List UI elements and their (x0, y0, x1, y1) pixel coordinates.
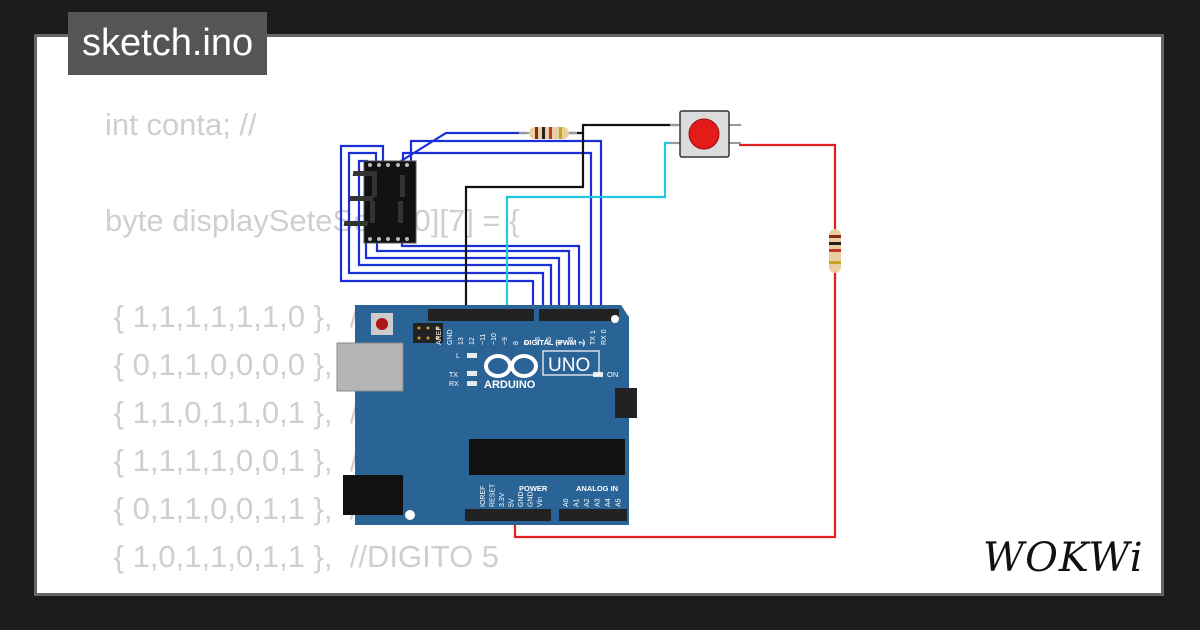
board-brand-label: ARDUINO (484, 379, 536, 391)
pin-label: 12 (469, 337, 476, 345)
pin-label: A5 (616, 498, 623, 507)
pin-label: 2 (579, 341, 586, 345)
resistor-right[interactable] (829, 229, 841, 273)
code-line: byte displaySeteSeg[10][7] = { (105, 203, 520, 238)
wokwi-logo: WOKWi (983, 535, 1144, 581)
pin-label: AREF (436, 326, 443, 345)
pin-label: A3 (595, 498, 602, 507)
pin-label: GND (447, 329, 454, 345)
code-line: int conta; // (105, 107, 257, 142)
red-wire (513, 143, 837, 539)
pin-label: RX 0 (601, 329, 608, 345)
l-led-label: L (456, 353, 460, 360)
rx-led-label: RX (449, 381, 459, 388)
seven-segment-display[interactable] (343, 160, 417, 244)
arduino-logo-icon (484, 354, 538, 378)
pin-label: ~3 (568, 337, 575, 345)
pin-label: A0 (563, 498, 570, 507)
pin-label: 8 (513, 341, 520, 345)
pin-label: IOREF (480, 486, 487, 507)
digital-label: DIGITAL (PWM ~) (524, 338, 586, 347)
pin-label: A2 (584, 498, 591, 507)
pin-label: ~6 (535, 337, 542, 345)
arduino-uno-board[interactable]: UNO ARDUINO DIGITAL (PWM ~) POWER ANALOG… (336, 305, 637, 525)
pin-label: GND (518, 491, 525, 507)
pin-label: ~5 (546, 337, 553, 345)
pin-label: Vin (537, 497, 544, 507)
pin-label: GND (528, 491, 535, 507)
wokwi-logo-text: WOKWi (983, 535, 1144, 581)
resistor-top[interactable] (519, 127, 577, 139)
pin-label: RESET (490, 483, 497, 507)
pin-label: 13 (458, 337, 465, 345)
pin-label: A1 (574, 498, 581, 507)
push-button[interactable] (670, 110, 741, 158)
pin-label: TX 1 (590, 330, 597, 345)
code-line: { 1,0,1,1,0,1,1 }, //DIGITO 5 (105, 539, 500, 574)
pin-label: ~11 (480, 334, 487, 345)
circuit-diagram: UNO ARDUINO DIGITAL (PWM ~) POWER ANALOG… (336, 110, 841, 539)
board-model-label: UNO (548, 355, 590, 376)
pin-label: 4 (557, 341, 564, 345)
analog-label: ANALOG IN (576, 484, 618, 493)
on-led-label: ON (607, 370, 618, 379)
power-label: POWER (519, 484, 548, 493)
pin-label: ~9 (502, 337, 509, 345)
tx-led-label: TX (449, 372, 458, 379)
code-line: { 1,0,1,1,1,1,1 }, //DIGITO 6 (105, 587, 499, 593)
pin-label: 5V (509, 498, 516, 507)
pin-label: 3.3V (499, 492, 506, 507)
sketch-filename-tab[interactable]: sketch.ino (68, 12, 268, 75)
pin-label: 7 (524, 341, 531, 345)
preview-card: int conta; // byte displaySeteSeg[10][7]… (34, 34, 1164, 596)
pin-label: ~10 (491, 333, 498, 345)
pin-label: A4 (605, 498, 612, 507)
cyan-wire (505, 141, 678, 313)
